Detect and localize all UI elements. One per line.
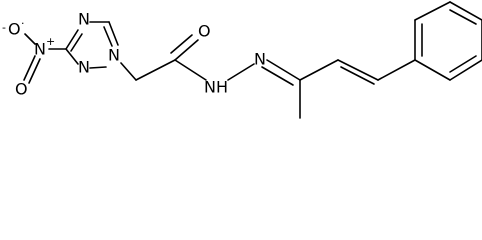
- bond-nitro-n-o2-b: [28, 58, 41, 84]
- bond-n-c-a: [266, 59, 301, 81]
- chemical-structure-diagram: O - · N + O N N N O NH N: [2, 1, 482, 119]
- bond-alkene-phenyl: [377, 59, 416, 81]
- bond-c-alkene1: [299, 59, 339, 81]
- bond-phenyl-3-inner: [449, 9, 477, 25]
- bond-c5-n1-a: [108, 21, 119, 46]
- bond-n1-ch2: [120, 62, 137, 81]
- nitro-nitrogen-label: N: [34, 40, 46, 59]
- bond-nitro-n-o2-a: [23, 55, 36, 81]
- bond-n-c-b: [261, 66, 294, 86]
- bond-c3-n4-b: [70, 33, 83, 52]
- bond-n2-c3: [65, 48, 79, 65]
- bond-c3-n4-a: [65, 29, 79, 50]
- bond-phenyl-3: [449, 1, 482, 21]
- bond-phenyl-6: [414, 59, 451, 81]
- bond-carbonyl-nh: [174, 59, 207, 81]
- hydrazone-nh-label: NH: [204, 78, 228, 97]
- bond-alkene-b: [340, 66, 375, 85]
- bond-nh-n: [227, 63, 255, 81]
- nitro-oxygen-charge: -: [2, 21, 6, 34]
- bond-ch2-carbonyl-c: [135, 59, 176, 81]
- bond-carbonyl-co-a: [174, 39, 199, 61]
- bond-phenyl-5: [449, 59, 482, 81]
- hydrazone-n-label: N: [254, 50, 266, 69]
- triazole-n1-label: N: [108, 46, 120, 65]
- bond-phenyl-5-inner: [449, 55, 477, 73]
- bond-phenyl-2: [414, 1, 451, 21]
- carbonyl-oxygen-label: O: [198, 22, 211, 41]
- nitro-double-oxygen-label: O: [15, 80, 28, 99]
- bond-alkene-a: [337, 59, 379, 81]
- nitro-nitrogen-charge: +: [46, 35, 55, 48]
- triazole-n4-label: N: [78, 10, 90, 29]
- triazole-n2-label: N: [78, 58, 90, 77]
- bond-carbonyl-co-b: [170, 34, 193, 54]
- nitro-oxygen-radical: ·: [21, 17, 25, 30]
- bond-c5-n1-b: [103, 26, 113, 47]
- bond-n1-n2: [89, 66, 107, 69]
- bond-nitro-o1-n: [24, 33, 36, 45]
- nitro-oxygen-label: O: [8, 20, 21, 39]
